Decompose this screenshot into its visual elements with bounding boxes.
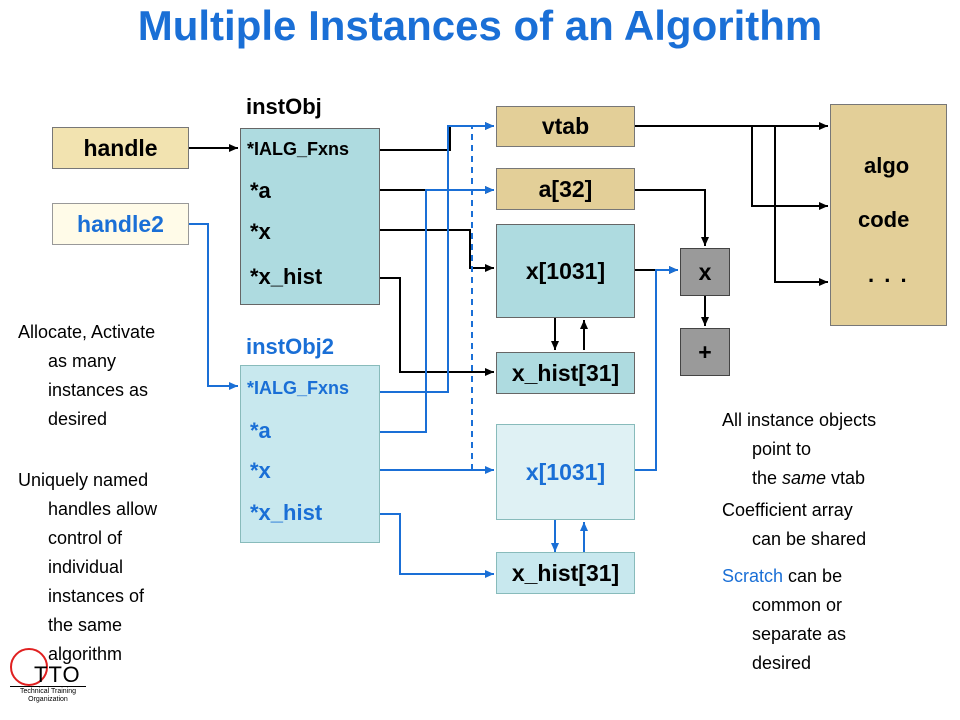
x-hist-label: x_hist[31] <box>511 359 620 386</box>
note-line: Allocate, Activate <box>18 322 156 342</box>
algo-label: algo <box>864 153 910 178</box>
instobj2-field-x: *x <box>250 458 271 483</box>
note-line: the same <box>48 615 123 635</box>
handle2-box: handle2 <box>52 203 189 245</box>
handle-label: handle <box>83 134 158 161</box>
note-line: as many <box>48 351 117 371</box>
logo-circle-icon <box>10 648 48 686</box>
instobj2-field-xhist: *x_hist <box>250 500 323 525</box>
note-line: algorithm <box>48 644 123 664</box>
instobj-label: instObj <box>246 94 322 119</box>
add-box: + <box>680 328 730 376</box>
multiply-box: x <box>680 248 730 296</box>
note-line: instances as <box>48 380 149 400</box>
handles-note: Uniquely named handles allow control of … <box>18 466 157 669</box>
instobj-field-fxns: *IALG_Fxns <box>247 139 350 159</box>
vtab-note: All instance objects point to the same v… <box>722 406 876 493</box>
instobj-field-x: *x <box>250 219 271 244</box>
coeff-array-box: a[32] <box>496 168 635 210</box>
logo-caption-line: Technical Training <box>19 688 77 695</box>
add-label: + <box>698 338 712 365</box>
note-line: instances of <box>48 586 145 606</box>
logo-rule <box>10 686 86 687</box>
note-emphasis: same <box>782 468 827 488</box>
note-line: Scratch can be <box>722 562 846 591</box>
note-line: control of <box>48 528 123 548</box>
note-text: can be <box>783 566 843 586</box>
instobj-field-xhist: *x_hist <box>250 264 323 289</box>
logo-text: TTO <box>34 662 81 687</box>
note-line: point to <box>752 439 812 459</box>
note-line: desired <box>48 409 108 429</box>
x-buffer2-label: x[1031] <box>525 458 606 485</box>
instobj2-field-fxns: *IALG_Fxns <box>247 378 350 398</box>
code-label: code <box>858 207 910 232</box>
instobj2-label: instObj2 <box>246 334 335 359</box>
note-line: individual <box>48 557 124 577</box>
handle2-label: handle2 <box>77 210 164 237</box>
note-text: vtab <box>826 468 866 488</box>
note-line: can be shared <box>752 529 867 549</box>
tto-logo: TTO Technical Training Organization <box>8 648 88 714</box>
instobj2-box <box>240 365 380 543</box>
ellipsis-label: . . . <box>868 262 909 287</box>
multiply-label: x <box>698 258 712 285</box>
note-line: Uniquely named <box>18 470 149 490</box>
note-line: separate as <box>752 624 847 644</box>
scratch-word: Scratch <box>722 566 784 586</box>
algo-code-box <box>830 104 947 326</box>
logo-caption: Technical Training Organization <box>8 688 88 704</box>
page-title: Multiple Instances of an Algorithm <box>137 2 823 49</box>
allocate-note: Allocate, Activate as many instances as … <box>18 318 155 434</box>
note-line: desired <box>752 653 812 673</box>
scratch-note: Scratch can be common or separate as des… <box>722 562 846 678</box>
x-hist2-label: x_hist[31] <box>511 559 620 586</box>
coeff-array-label: a[32] <box>538 175 593 202</box>
x-buffer2-box: x[1031] <box>496 424 635 520</box>
instobj-field-a: *a <box>250 178 271 203</box>
x-hist2-box: x_hist[31] <box>496 552 635 594</box>
note-line: Coefficient array <box>722 500 853 520</box>
vtab-label: vtab <box>541 113 590 139</box>
note-line: the same vtab <box>722 464 876 493</box>
vtab-box: vtab <box>496 106 635 147</box>
logo-caption-line: Organization <box>28 696 68 703</box>
note-line: handles allow <box>48 499 158 519</box>
coeff-note: Coefficient array can be shared <box>722 496 866 554</box>
instobj-box <box>240 128 380 305</box>
note-line: common or <box>752 595 843 615</box>
instobj2-field-a: *a <box>250 418 271 443</box>
note-text: the <box>752 468 783 488</box>
note-line: All instance objects <box>722 410 877 430</box>
x-hist-box: x_hist[31] <box>496 352 635 394</box>
handle-box: handle <box>52 127 189 169</box>
x-buffer-label: x[1031] <box>525 257 606 284</box>
x-buffer-box: x[1031] <box>496 224 635 318</box>
